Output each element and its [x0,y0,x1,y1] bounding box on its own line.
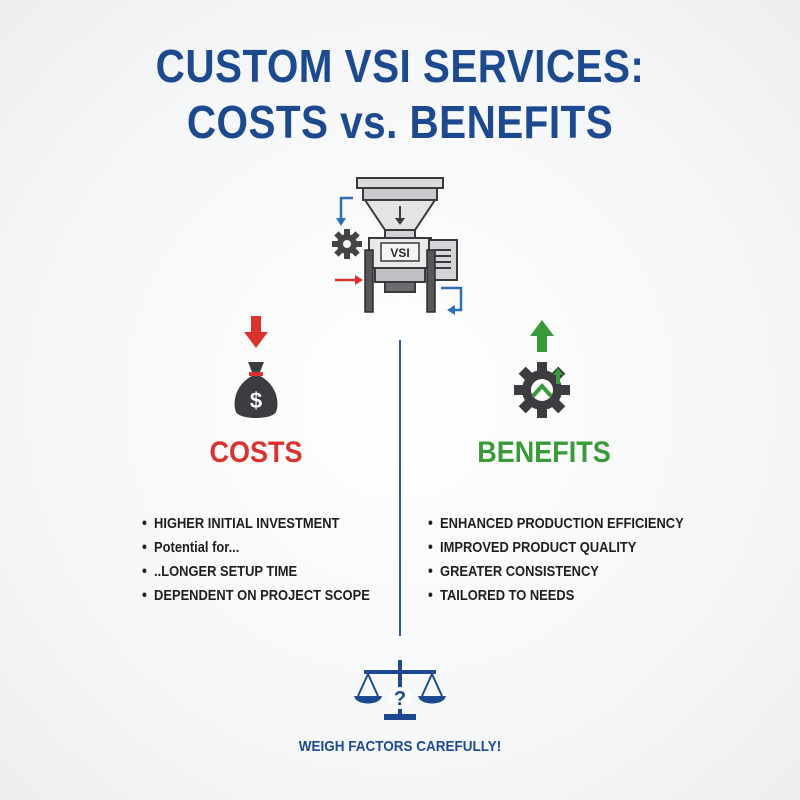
machine-label: VSI [390,246,409,260]
benefits-heading: BENEFITS [477,436,611,469]
svg-text:$: $ [250,388,262,413]
arrow-down-icon [244,316,268,348]
costs-list: HIGHER INITIAL INVESTMENT Potential for.… [142,512,370,608]
footer-text: WEIGH FACTORS CAREFULLY! [298,738,502,755]
money-bag-icon: $ [234,362,278,418]
center-divider [399,340,401,636]
list-item: DEPENDENT ON PROJECT SCOPE [142,584,370,608]
costs-heading: COSTS [209,436,303,469]
benefits-list: ENHANCED PRODUCTION EFFICIENCY IMPROVED … [428,512,684,608]
vsi-crusher-icon: VSI [332,177,463,315]
balance-scale-icon: ? [354,660,446,720]
arrow-up-icon [530,320,554,352]
list-item: ..LONGER SETUP TIME [142,560,370,584]
gear-icon [514,362,570,418]
list-item: GREATER CONSISTENCY [428,560,684,584]
list-item: ENHANCED PRODUCTION EFFICIENCY [428,512,684,536]
page-title-line1: CUSTOM VSI SERVICES: [155,40,645,92]
list-item: Potential for... [142,536,370,560]
list-item: TAILORED TO NEEDS [428,584,684,608]
page-title-line2: COSTS vs. BENEFITS [186,96,614,148]
svg-text:?: ? [394,688,406,710]
list-item: IMPROVED PRODUCT QUALITY [428,536,684,560]
list-item: HIGHER INITIAL INVESTMENT [142,512,370,536]
